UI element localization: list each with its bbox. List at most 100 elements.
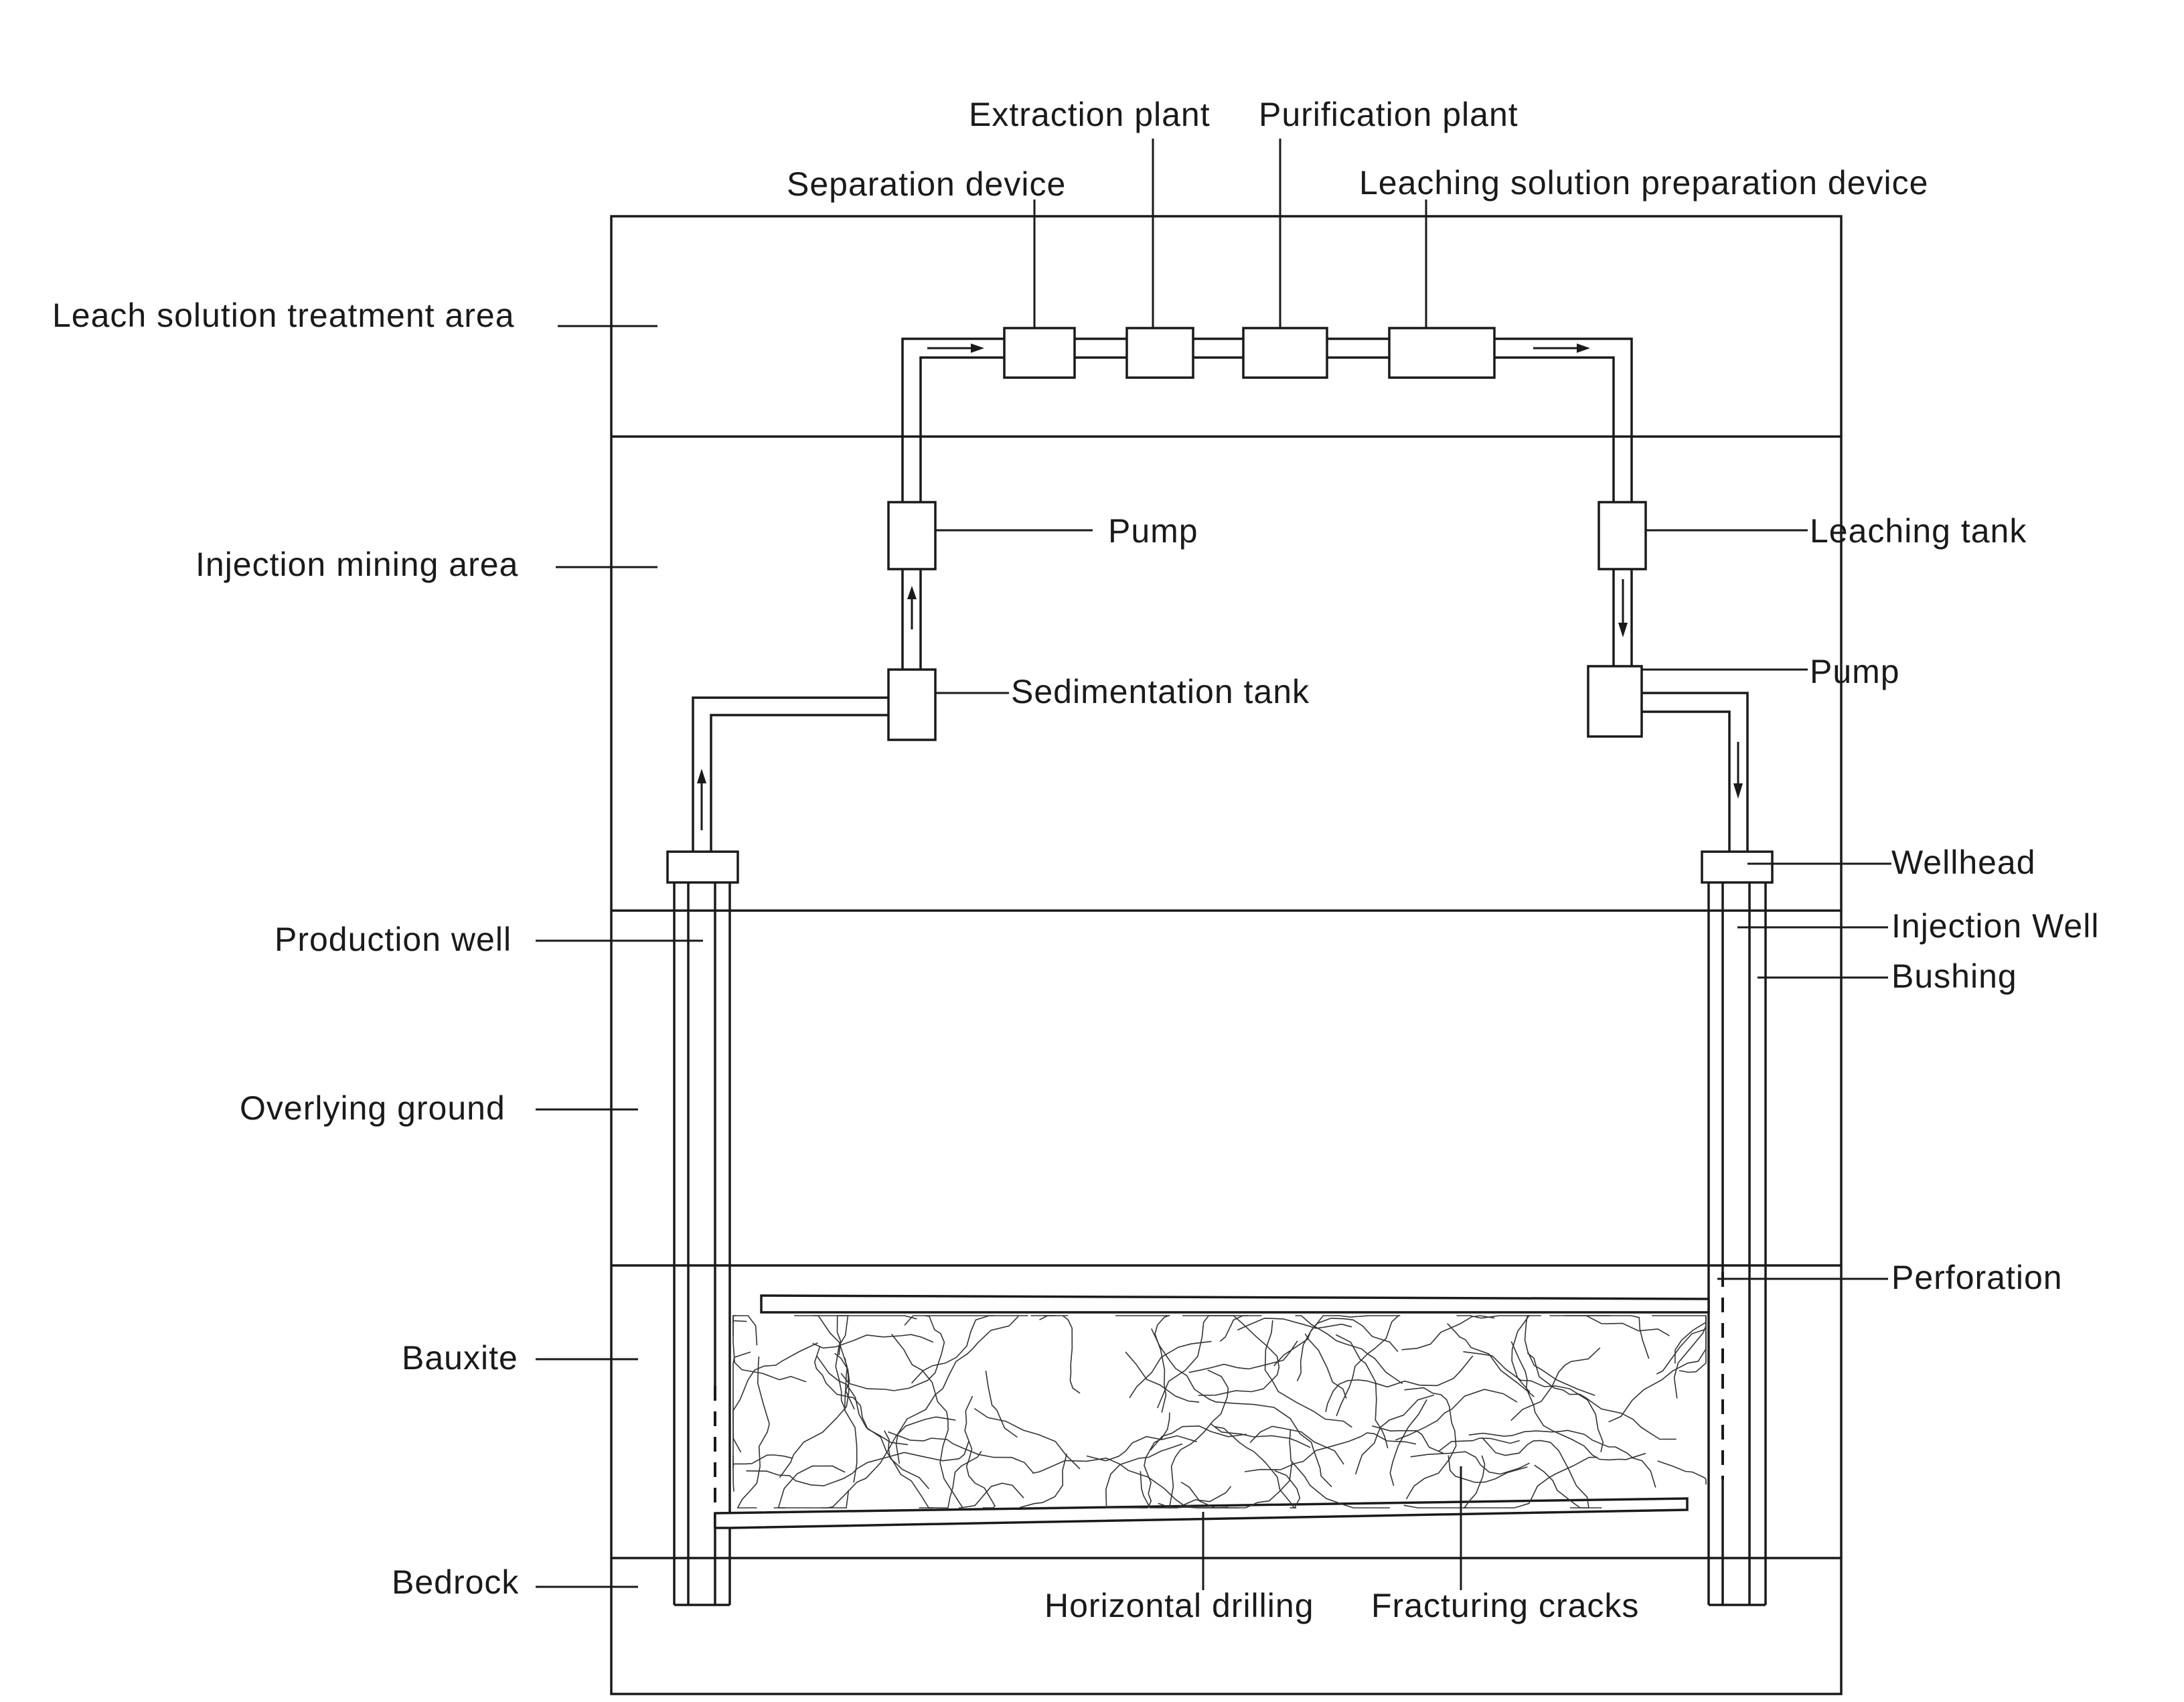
fracture-crack: [1657, 1460, 1707, 1485]
label-leaching-tank: Leaching tank: [1810, 512, 2027, 550]
separation-device-box: [1003, 327, 1076, 379]
fracture-crack: [732, 1351, 751, 1453]
fracture-crack: [1249, 1425, 1344, 1465]
right-riser-pipes: [1612, 569, 1633, 666]
fracture-crack: [1030, 1315, 1081, 1394]
label-production-well: Production well: [275, 921, 512, 958]
label-bauxite: Bauxite: [402, 1339, 518, 1377]
fracture-crack: [973, 1407, 1081, 1470]
flow-arrow-down-injection: [1733, 742, 1743, 799]
fracture-crack: [816, 1355, 934, 1508]
production-outlet-pipe: [692, 696, 888, 852]
fracture-crack: [1410, 1451, 1530, 1475]
fracturing-cracks-network: [732, 1315, 1707, 1508]
label-leaching-solution-preparation-device: Leaching solution preparation device: [1359, 164, 1928, 202]
injection-well-casing: [1707, 882, 1767, 1606]
fracture-crack: [1182, 1315, 1280, 1396]
fracture-crack: [1140, 1471, 1239, 1508]
fracture-crack: [732, 1315, 758, 1346]
fracture-crack: [1656, 1316, 1707, 1375]
fracture-crack: [1482, 1437, 1589, 1508]
fracture-crack: [1447, 1323, 1535, 1397]
fracture-crack: [812, 1334, 934, 1349]
flow-arrow-top-left: [927, 343, 984, 353]
label-pump-right: Pump: [1810, 653, 1900, 690]
label-separation-device: Separation device: [787, 165, 1066, 203]
fracture-crack: [1510, 1341, 1646, 1461]
fracture-crack: [1150, 1425, 1247, 1451]
fracture-crack: [1389, 1399, 1427, 1486]
label-leach-solution-treatment-area: Leach solution treatment area: [52, 297, 515, 334]
fracture-crack: [1244, 1432, 1417, 1472]
fracture-crack: [1354, 1394, 1435, 1475]
lower-horizontal-lateral: [714, 1497, 1689, 1529]
fracture-crack: [1289, 1429, 1390, 1508]
label-extraction-plant: Extraction plant: [969, 96, 1211, 133]
leaching-tank-box: [1597, 501, 1647, 570]
left-riser-pipes: [901, 569, 922, 670]
pump-left-box: [887, 501, 937, 570]
fracture-crack: [890, 1334, 963, 1508]
label-horizontal-drilling: Horizontal drilling: [1044, 1587, 1314, 1624]
production-wellhead: [666, 850, 739, 884]
fracture-crack: [1336, 1315, 1400, 1417]
fracture-crack: [1296, 1318, 1399, 1381]
label-purification-plant: Purification plant: [1259, 96, 1518, 133]
fracture-crack: [888, 1431, 1034, 1474]
fracture-crack: [813, 1315, 850, 1410]
fracture-crack: [1372, 1425, 1444, 1454]
injection-wellhead: [1701, 850, 1774, 884]
fracture-crack: [1438, 1438, 1520, 1452]
fracture-crack: [1237, 1317, 1352, 1331]
fracture-crack: [1403, 1456, 1598, 1508]
flow-arrow-up-production: [697, 769, 706, 830]
fracture-crack: [1167, 1369, 1229, 1508]
fracture-crack: [1274, 1470, 1301, 1508]
fracture-crack: [1335, 1334, 1389, 1449]
leaching-solution-preparation-box: [1388, 327, 1496, 379]
fracture-crack: [1404, 1387, 1457, 1500]
upper-horizontal-lateral: [760, 1294, 1710, 1314]
fracture-crack: [904, 1315, 995, 1326]
purification-plant-box: [1242, 327, 1328, 379]
fracture-crack: [1564, 1315, 1670, 1336]
treatment-pipeline: [901, 337, 1633, 502]
label-perforation: Perforation: [1891, 1259, 2063, 1296]
fracture-crack: [1180, 1462, 1293, 1508]
fracture-crack: [1510, 1347, 1601, 1421]
label-pump-left: Pump: [1108, 512, 1198, 550]
fracture-crack: [1549, 1315, 1650, 1359]
fracture-crack: [911, 1315, 1028, 1384]
label-sedimentation-tank: Sedimentation tank: [1011, 673, 1310, 710]
fracture-crack: [1463, 1351, 1604, 1452]
fracture-crack: [777, 1465, 846, 1508]
outer-frame: [610, 215, 1843, 1695]
fracture-crack: [1019, 1454, 1068, 1508]
fracture-crack: [1524, 1315, 1595, 1397]
fracture-crack: [1652, 1315, 1707, 1399]
fracture-crack: [1608, 1330, 1707, 1423]
production-well-casing: [673, 882, 731, 1606]
fracture-crack: [773, 1490, 850, 1508]
fracture-crack: [1150, 1328, 1332, 1488]
fracture-crack: [1156, 1315, 1249, 1409]
fracture-crack: [1264, 1320, 1352, 1428]
fracture-crack: [836, 1315, 917, 1356]
label-bushing: Bushing: [1891, 957, 2017, 995]
fracture-crack: [1401, 1315, 1495, 1350]
label-injection-mining-area: Injection mining area: [196, 546, 518, 583]
pump-right-box: [1587, 665, 1643, 738]
flow-arrow-down-right-riser: [1618, 579, 1628, 637]
label-injection-well: Injection Well: [1891, 907, 2099, 945]
fracture-crack: [895, 1316, 1019, 1464]
extraction-plant-box: [1125, 327, 1194, 379]
label-overlying-ground: Overlying ground: [240, 1089, 505, 1127]
fracture-crack: [732, 1315, 747, 1324]
fracture-crack: [1468, 1429, 1656, 1488]
fracture-crack: [1129, 1340, 1212, 1399]
fracture-crack: [1527, 1352, 1676, 1440]
fracture-crack: [1456, 1315, 1531, 1393]
fracture-crack: [794, 1315, 855, 1410]
fracture-crack: [840, 1315, 945, 1391]
fracture-crack: [985, 1371, 1018, 1438]
